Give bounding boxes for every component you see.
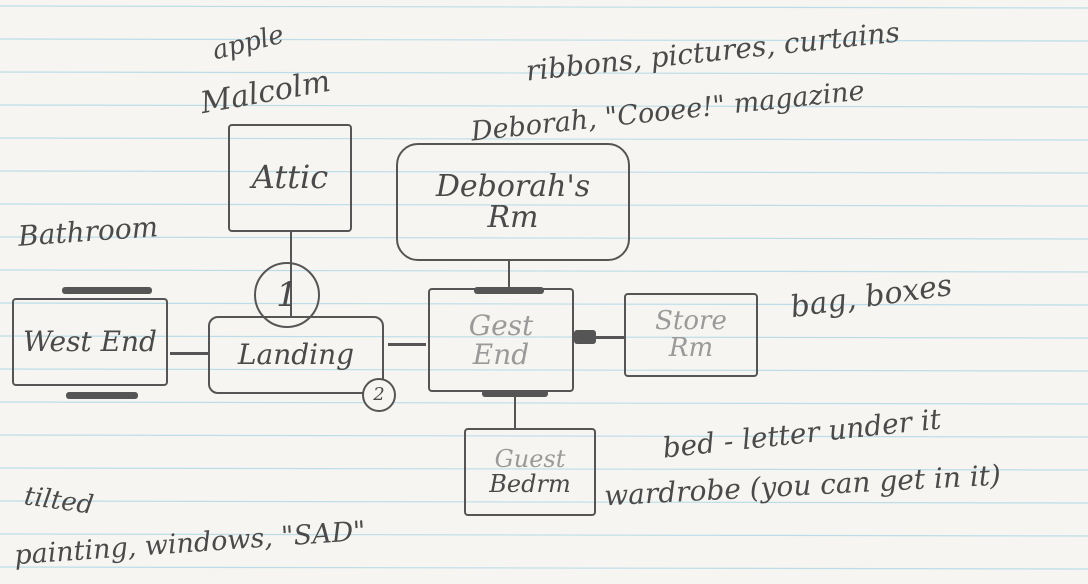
west-end-bottom-door bbox=[66, 392, 138, 399]
ruled-line bbox=[0, 566, 1088, 570]
guest-end-top-door bbox=[474, 287, 544, 294]
west-end-room: West End bbox=[12, 298, 168, 386]
ruled-line bbox=[0, 38, 1088, 42]
guest-end-bedroom-connector bbox=[514, 394, 516, 428]
landing-circle-marker: 1 bbox=[254, 262, 320, 328]
ruled-line bbox=[0, 5, 1088, 9]
store-room-label-1: Store bbox=[655, 305, 727, 336]
deborah-guest-end-connector bbox=[508, 261, 510, 288]
ruled-line bbox=[0, 467, 1088, 471]
guest-end-label-1: Gest bbox=[468, 308, 534, 342]
guest-bedroom: Guest Bedrm bbox=[464, 428, 596, 516]
west-end-top-door bbox=[62, 287, 152, 294]
guest-bedroom-label-2: Bedrm bbox=[489, 470, 571, 498]
attic-label: Attic bbox=[251, 158, 329, 197]
ruled-line bbox=[0, 335, 1088, 339]
deborahs-room-label-1: Deborah's bbox=[435, 168, 591, 204]
ruled-line bbox=[0, 533, 1088, 537]
ruled-line bbox=[0, 401, 1088, 405]
deborahs-room: Deborah's Rm bbox=[396, 143, 630, 261]
landing-label: Landing bbox=[237, 338, 355, 372]
guest-end-bottom-door bbox=[482, 390, 548, 397]
ruled-line bbox=[0, 104, 1088, 108]
attic-room: Attic bbox=[228, 124, 352, 232]
ruled-line bbox=[0, 71, 1088, 75]
ruled-line bbox=[0, 137, 1088, 141]
landing-circle-label: 1 bbox=[276, 275, 298, 315]
west-landing-connector bbox=[170, 352, 208, 355]
west-end-label: West End bbox=[23, 325, 157, 359]
ruled-line bbox=[0, 302, 1088, 306]
store-room-label-2: Rm bbox=[668, 333, 714, 363]
store-room-door bbox=[574, 330, 596, 344]
ruled-line bbox=[0, 434, 1088, 438]
landing-room: Landing bbox=[208, 316, 384, 394]
ruled-line bbox=[0, 203, 1088, 207]
landing-corner-marker: 2 bbox=[362, 378, 396, 412]
store-room: Store Rm bbox=[624, 293, 758, 377]
ruled-line bbox=[0, 368, 1088, 372]
guest-end-room: Gest End bbox=[428, 288, 574, 392]
guest-end-label-2: End bbox=[472, 338, 530, 371]
ruled-line bbox=[0, 500, 1088, 504]
ruled-line bbox=[0, 269, 1088, 273]
guest-end-store-connector bbox=[596, 336, 624, 339]
landing-guest-end-connector bbox=[388, 343, 426, 346]
ruled-line bbox=[0, 170, 1088, 174]
guest-bedroom-label-1: Guest bbox=[494, 444, 566, 473]
landing-corner-label: 2 bbox=[373, 384, 385, 405]
ruled-line bbox=[0, 236, 1088, 240]
deborahs-room-label-2: Rm bbox=[487, 200, 539, 235]
